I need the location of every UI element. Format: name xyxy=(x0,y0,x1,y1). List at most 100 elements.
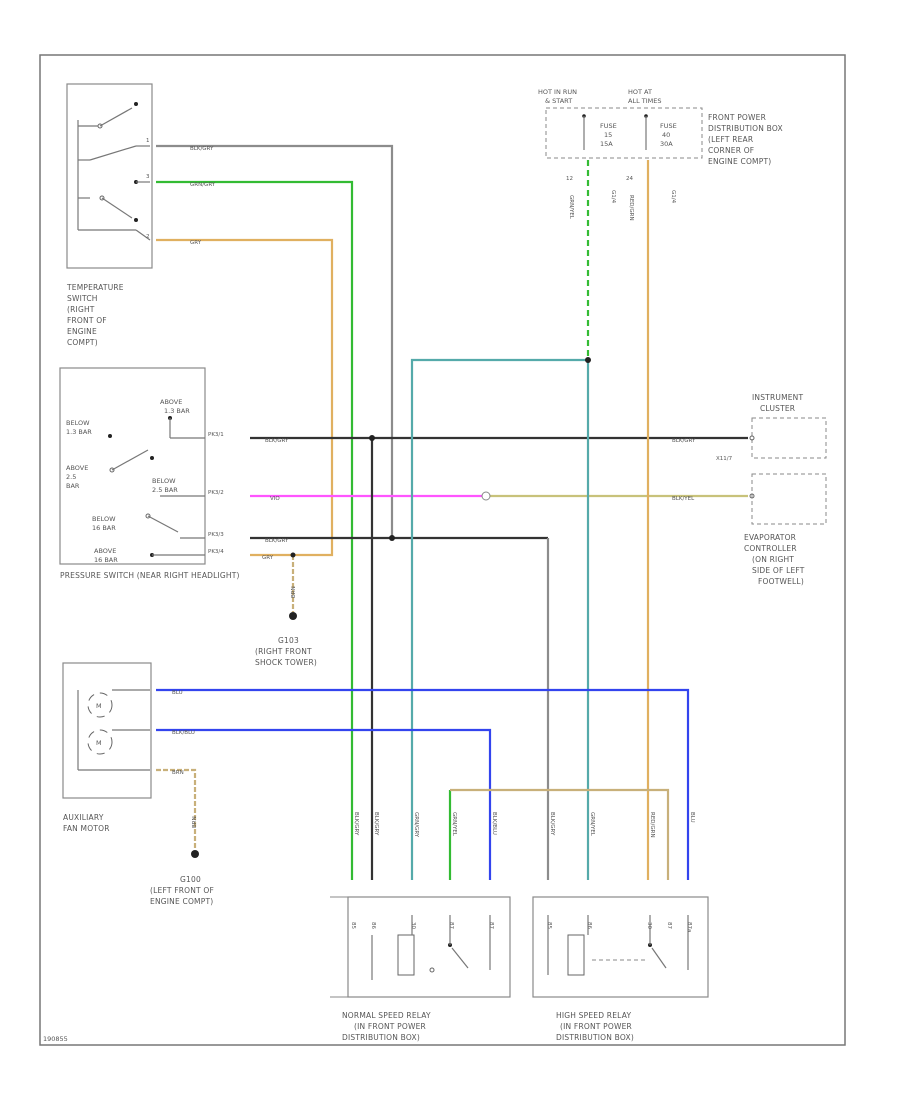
svg-text:& START: & START xyxy=(545,97,572,105)
svg-text:15: 15 xyxy=(604,131,612,139)
svg-text:M: M xyxy=(96,702,102,710)
evaporator-controller: BLK/YEL EVAPORATOR CONTROLLER (ON RIGHT … xyxy=(672,473,827,586)
svg-text:30A: 30A xyxy=(660,140,673,148)
ground-g103 xyxy=(289,612,297,620)
svg-text:16 BAR: 16 BAR xyxy=(92,524,116,532)
svg-text:BLU: BLU xyxy=(172,690,183,696)
svg-text:EVAPORATOR: EVAPORATOR xyxy=(744,533,796,542)
svg-text:FUSE: FUSE xyxy=(600,122,617,130)
svg-text:86: 86 xyxy=(586,922,592,929)
svg-text:BLK/GRY: BLK/GRY xyxy=(549,812,555,836)
svg-text:BLK/GRY: BLK/GRY xyxy=(265,438,289,444)
svg-text:BLK/BLU: BLK/BLU xyxy=(491,812,497,835)
svg-text:ABOVE: ABOVE xyxy=(94,547,116,555)
svg-text:BELOW: BELOW xyxy=(66,419,90,427)
svg-text:M: M xyxy=(96,739,102,747)
svg-text:BELOW: BELOW xyxy=(152,477,176,485)
svg-text:RED/GRN: RED/GRN xyxy=(628,195,634,221)
svg-text:ENGINE COMPT): ENGINE COMPT) xyxy=(150,897,213,906)
svg-text:ABOVE: ABOVE xyxy=(66,464,88,472)
svg-text:ALL TIMES: ALL TIMES xyxy=(628,97,661,105)
svg-text:PK3/2: PK3/2 xyxy=(208,490,224,496)
svg-text:GRY: GRY xyxy=(262,555,274,561)
svg-text:(LEFT REAR: (LEFT REAR xyxy=(708,135,753,144)
svg-text:GRN/YEL: GRN/YEL xyxy=(451,812,457,837)
svg-text:2: 2 xyxy=(146,234,150,240)
svg-text:BAR: BAR xyxy=(66,482,80,490)
svg-text:CLUSTER: CLUSTER xyxy=(760,404,795,413)
svg-text:BLK/GRY: BLK/GRY xyxy=(672,438,696,444)
svg-text:ENGINE COMPT): ENGINE COMPT) xyxy=(708,157,771,166)
svg-text:(IN FRONT POWER: (IN FRONT POWER xyxy=(560,1022,632,1031)
svg-text:BLK/GRY: BLK/GRY xyxy=(190,146,214,152)
svg-text:G100: G100 xyxy=(180,875,201,884)
svg-text:DISTRIBUTION BOX): DISTRIBUTION BOX) xyxy=(342,1033,420,1042)
pressure-switch: BELOW 1.3 BAR ABOVE 1.3 BAR ABOVE 2.5 BA… xyxy=(59,367,206,565)
diagram-frame xyxy=(39,54,846,1046)
svg-text:2.5: 2.5 xyxy=(66,473,76,481)
svg-text:85: 85 xyxy=(350,922,356,929)
svg-text:RED/GRN: RED/GRN xyxy=(649,812,655,838)
svg-text:DISTRIBUTION BOX: DISTRIBUTION BOX xyxy=(708,124,783,133)
normal-speed-relay: 85 86 30 87 87 xyxy=(330,896,511,998)
svg-text:24: 24 xyxy=(626,176,633,182)
svg-text:(ON RIGHT: (ON RIGHT xyxy=(752,555,794,564)
wire-grn-gry-temp xyxy=(156,180,354,880)
instrument-cluster: INSTRUMENT CLUSTER X11/7 BLK/GRY xyxy=(672,393,827,462)
wire-blk-gry-temp xyxy=(156,144,394,538)
svg-text:BLK/GRY: BLK/GRY xyxy=(373,812,379,836)
svg-text:HOT IN RUN: HOT IN RUN xyxy=(538,88,577,96)
svg-text:SWITCH: SWITCH xyxy=(67,294,98,303)
wire-blk-blu-fan xyxy=(156,728,492,880)
svg-text:ENGINE: ENGINE xyxy=(67,327,97,336)
auxiliary-fan-motor: M M AUXILIARY FAN MOTOR xyxy=(62,662,152,833)
svg-text:G1/4: G1/4 xyxy=(610,190,616,204)
svg-text:(RIGHT: (RIGHT xyxy=(67,305,95,314)
svg-text:GRN/YEL: GRN/YEL xyxy=(568,195,574,220)
svg-text:FUSE: FUSE xyxy=(660,122,677,130)
svg-text:HIGH SPEED RELAY: HIGH SPEED RELAY xyxy=(556,1011,631,1020)
svg-text:BRN: BRN xyxy=(291,586,297,598)
svg-text:TEMPERATURE: TEMPERATURE xyxy=(66,283,124,292)
svg-text:GRN/GRY: GRN/GRY xyxy=(413,812,419,838)
svg-text:AUXILIARY: AUXILIARY xyxy=(63,813,104,822)
wire-gry-temp xyxy=(156,238,334,557)
svg-text:30: 30 xyxy=(646,922,652,929)
svg-text:CORNER OF: CORNER OF xyxy=(708,146,754,155)
svg-text:30: 30 xyxy=(410,922,416,929)
ground-g100 xyxy=(191,850,199,858)
svg-text:PK3/4: PK3/4 xyxy=(208,549,224,555)
svg-text:87a: 87a xyxy=(686,922,692,932)
svg-text:85: 85 xyxy=(546,922,552,929)
svg-text:DISTRIBUTION BOX): DISTRIBUTION BOX) xyxy=(556,1033,634,1042)
svg-text:GRY: GRY xyxy=(190,240,202,246)
svg-text:INSTRUMENT: INSTRUMENT xyxy=(752,393,803,402)
svg-text:BLK/YEL: BLK/YEL xyxy=(672,496,695,502)
svg-text:3: 3 xyxy=(146,174,150,180)
svg-text:40: 40 xyxy=(662,131,670,139)
svg-text:PRESSURE SWITCH (NEAR RIGHT HE: PRESSURE SWITCH (NEAR RIGHT HEADLIGHT) xyxy=(60,571,240,580)
svg-text:16 BAR: 16 BAR xyxy=(94,556,118,564)
svg-text:FRONT OF: FRONT OF xyxy=(67,316,107,325)
svg-text:(RIGHT FRONT: (RIGHT FRONT xyxy=(255,647,312,656)
svg-text:G103: G103 xyxy=(278,636,299,645)
wire-brn-fan xyxy=(156,768,197,850)
svg-text:NORMAL SPEED RELAY: NORMAL SPEED RELAY xyxy=(342,1011,431,1020)
svg-text:FAN MOTOR: FAN MOTOR xyxy=(63,824,110,833)
svg-text:BELOW: BELOW xyxy=(92,515,116,523)
svg-text:(LEFT FRONT OF: (LEFT FRONT OF xyxy=(150,886,214,895)
high-speed-relay: 85 86 30 87 87a xyxy=(532,896,709,998)
svg-text:GRN/GRY: GRN/GRY xyxy=(190,182,216,188)
svg-text:1.3 BAR: 1.3 BAR xyxy=(66,428,92,436)
wire-blu-fan xyxy=(156,688,690,880)
svg-text:FRONT POWER: FRONT POWER xyxy=(708,113,766,122)
svg-text:15A: 15A xyxy=(600,140,613,148)
svg-text:87: 87 xyxy=(448,922,454,929)
svg-text:PK3/1: PK3/1 xyxy=(208,432,224,438)
svg-text:1.3 BAR: 1.3 BAR xyxy=(164,407,190,415)
svg-text:12: 12 xyxy=(566,176,573,182)
svg-text:SHOCK TOWER): SHOCK TOWER) xyxy=(255,658,317,667)
diagram-id: 190855 xyxy=(43,1035,68,1043)
svg-text:(IN FRONT POWER: (IN FRONT POWER xyxy=(354,1022,426,1031)
svg-text:CONTROLLER: CONTROLLER xyxy=(744,544,797,553)
